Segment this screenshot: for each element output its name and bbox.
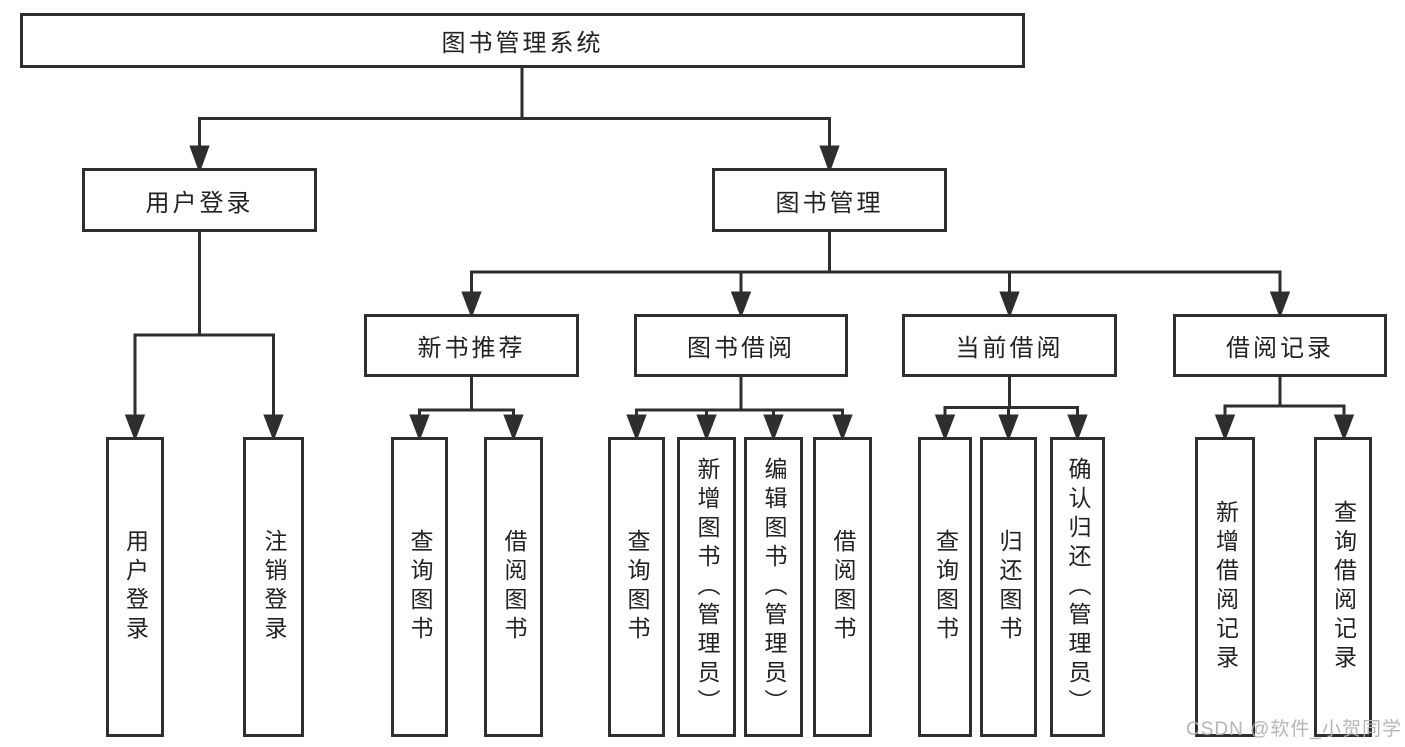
arrowhead <box>189 145 210 174</box>
node-label: 新书推荐 <box>417 335 526 362</box>
arrowhead <box>1067 414 1088 442</box>
watermark: CSDN @软件_小贺同学 <box>1186 719 1402 740</box>
connector-borrow-records-to-leaves <box>1214 377 1355 442</box>
connector-current-borrow-to-leaves <box>934 377 1088 442</box>
node-label: 新增图书（管理员） <box>694 456 720 718</box>
arrowhead <box>934 414 956 442</box>
node-label: 编辑图书（管理员） <box>761 456 787 718</box>
leaf-query-books-1: 查询图书 <box>391 437 448 737</box>
arrowhead <box>999 291 1020 319</box>
node-label: 查询图书 <box>407 529 433 645</box>
node-root-system: 图书管理系统 <box>20 13 1025 68</box>
leaf-add-books-admin: 新增图书（管理员） <box>677 437 736 737</box>
connector-book-management-to-level3 <box>461 232 1291 319</box>
leaf-borrow-books-1: 借阅图书 <box>484 437 543 737</box>
arrowhead <box>461 291 482 319</box>
arrowhead <box>763 414 784 442</box>
node-label: 图书借阅 <box>687 335 795 362</box>
node-label: 当前借阅 <box>955 335 1064 362</box>
node-label: 注销登录 <box>261 529 287 645</box>
node-book-management: 图书管理 <box>712 168 947 232</box>
node-borrow-records: 借阅记录 <box>1173 314 1387 377</box>
leaf-add-borrow-record: 新增借阅记录 <box>1195 437 1255 737</box>
node-label: 查询图书 <box>624 529 650 645</box>
node-label: 查询借阅记录 <box>1330 500 1357 674</box>
arrowhead <box>1269 291 1291 319</box>
arrowhead <box>730 291 752 319</box>
connector-book-borrow-to-leaves <box>626 377 853 442</box>
arrowhead <box>626 414 647 442</box>
leaf-confirm-return-admin: 确认归还（管理员） <box>1050 437 1105 737</box>
leaf-query-borrow-record: 查询借阅记录 <box>1314 437 1372 737</box>
node-label: 借阅图书 <box>830 529 856 645</box>
arrowhead <box>124 414 146 442</box>
leaf-user-login: 用户登录 <box>106 437 164 737</box>
leaf-query-books-3: 查询图书 <box>918 437 972 737</box>
arrowhead <box>819 145 840 174</box>
node-label: 借阅记录 <box>1226 335 1334 362</box>
arrowhead <box>409 414 430 442</box>
node-label: 图书管理系统 <box>441 30 604 57</box>
node-user-login: 用户登录 <box>82 168 317 232</box>
leaf-edit-books-admin: 编辑图书（管理员） <box>744 437 803 737</box>
node-book-borrow: 图书借阅 <box>634 314 848 377</box>
arrowhead <box>832 414 853 442</box>
node-label: 新增借阅记录 <box>1212 500 1239 674</box>
leaf-query-books-2: 查询图书 <box>608 437 665 737</box>
arrowhead <box>998 414 1019 442</box>
connector-user-login-to-leaves <box>124 232 284 442</box>
node-label: 用户登录 <box>145 189 254 217</box>
arrowhead <box>696 414 717 442</box>
node-new-book-recommend: 新书推荐 <box>364 314 579 377</box>
leaf-borrow-books-2: 借阅图书 <box>813 437 872 737</box>
arrowhead <box>1214 414 1236 442</box>
arrowhead <box>263 414 284 442</box>
node-label: 图书管理 <box>775 189 884 217</box>
node-current-borrow: 当前借阅 <box>902 314 1117 377</box>
node-label: 确认归还（管理员） <box>1065 456 1091 718</box>
node-label: 用户登录 <box>122 529 149 645</box>
connector-new-book-to-leaves <box>409 377 524 442</box>
node-label: 查询图书 <box>932 529 959 645</box>
arrowhead <box>1333 414 1355 442</box>
arrowhead <box>503 414 524 442</box>
leaf-logout: 注销登录 <box>243 437 304 737</box>
node-label: 借阅图书 <box>501 529 527 645</box>
connector-root-to-level2 <box>189 66 840 174</box>
leaf-return-books: 归还图书 <box>980 437 1037 737</box>
node-label: 归还图书 <box>996 529 1022 645</box>
